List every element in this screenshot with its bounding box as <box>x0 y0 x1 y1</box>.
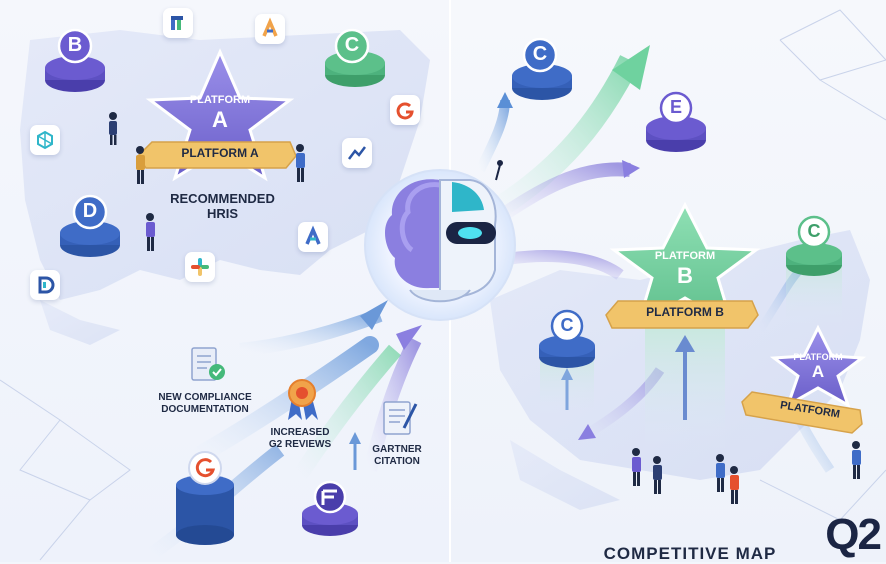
reviews-line2: G2 REVIEWS <box>268 438 332 450</box>
disc-c-right <box>786 215 842 276</box>
star-b-title-line1: PLATFORM <box>654 250 716 262</box>
brand-d-icon <box>30 270 60 300</box>
disc-c-mid <box>539 309 595 368</box>
disc-c-left-letter: C <box>344 34 360 56</box>
disc-c-left <box>325 28 385 87</box>
small-star-line2: A <box>811 362 825 382</box>
compliance-label: NEW COMPLIANCE DOCUMENTATION <box>140 392 270 415</box>
star-platform-b <box>605 201 761 329</box>
competitive-map-caption: COMPETITIVE MAP <box>603 544 777 563</box>
disc-c-mid-letter: C <box>560 315 574 335</box>
caption-line1: RECOMMENDED <box>170 191 275 206</box>
gartner-line1: GARTNER <box>372 444 422 455</box>
cylinder-g-icon <box>176 451 234 545</box>
disc-d <box>60 194 120 257</box>
disc-e-letter: E <box>669 97 682 117</box>
disc-d-letter: D <box>82 200 98 222</box>
chart-line-icon <box>342 138 372 168</box>
q2-logo: Q2 <box>825 510 882 559</box>
compliance-line2: DOCUMENTATION <box>161 403 249 415</box>
reviews-label: INCREASED G2 REVIEWS <box>255 427 345 450</box>
star-b-title: PLATFORM B <box>645 250 725 288</box>
gartner-line2: CITATION <box>374 455 420 467</box>
disc-e <box>646 91 706 152</box>
small-star-title: PLATFORM A <box>784 352 852 382</box>
small-star-line1: PLATFORM <box>793 352 843 362</box>
disc-b-letter: B <box>67 34 83 56</box>
star-b-title-line2: B <box>677 262 693 288</box>
star-a-title: PLATFORM A <box>180 94 260 132</box>
star-platform-a <box>137 48 297 182</box>
recommended-hris-caption: RECOMMENDED HRIS <box>150 191 295 222</box>
star-platform-a-small <box>741 324 867 434</box>
brain-robot-icon <box>364 160 516 321</box>
disc-c-right-letter: C <box>807 221 821 241</box>
caption-line2: HRIS <box>206 205 239 221</box>
slack-icon <box>185 252 215 282</box>
brand-a-icon-2 <box>298 222 328 252</box>
star-a-title-line1: PLATFORM <box>189 94 251 106</box>
award-ribbon-icon <box>288 379 318 420</box>
disc-b <box>45 28 105 92</box>
star-a-title-line2: A <box>212 106 228 132</box>
disc-c-top-letter: C <box>532 43 548 65</box>
disc-c-top <box>512 37 572 100</box>
reviews-line1: INCREASED <box>270 427 330 438</box>
gartner-doc-icon <box>383 401 418 435</box>
document-check-icon <box>191 347 225 381</box>
chart-icon <box>163 8 193 38</box>
ribbon-platform-a: PLATFORM A <box>181 146 259 160</box>
network-icon <box>30 125 60 155</box>
ribbon-platform-b: PLATFORM B <box>646 305 724 319</box>
brand-a-icon <box>255 14 285 44</box>
network-lines <box>0 9 886 561</box>
gartner-label: GARTNER CITATION <box>362 444 432 467</box>
g2-icon <box>390 95 420 125</box>
brand-f-icon <box>302 480 358 536</box>
compliance-line1: NEW COMPLIANCE <box>158 392 252 403</box>
